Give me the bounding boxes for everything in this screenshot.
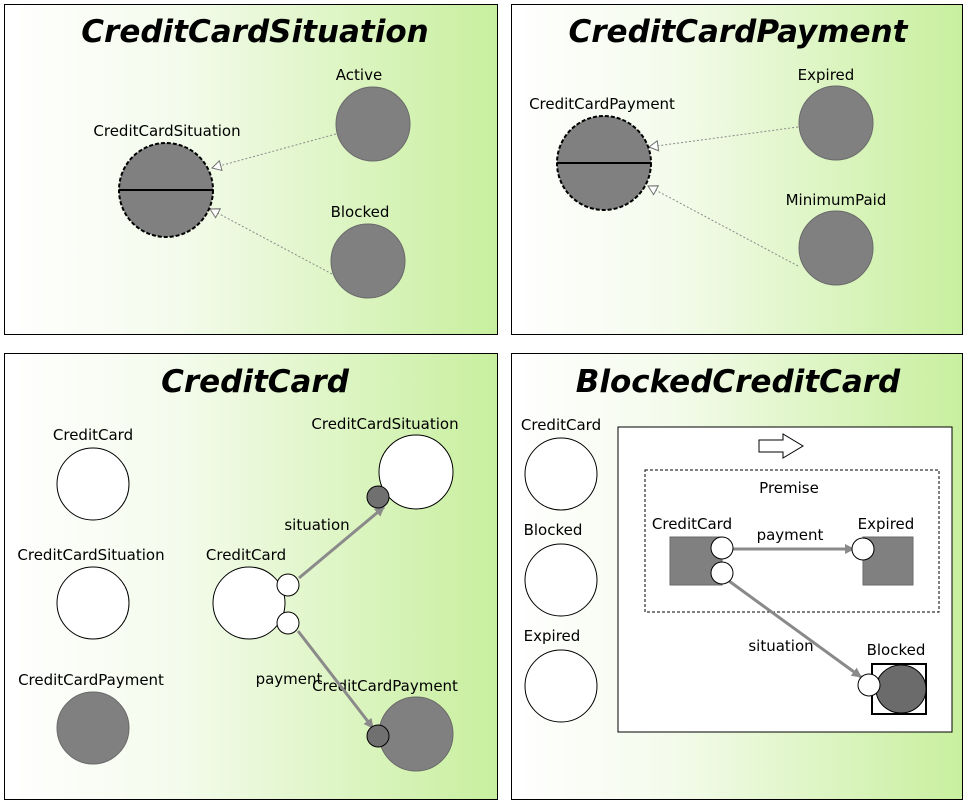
situation-target-label: CreditCardSituation (311, 415, 458, 433)
port-situation-source[interactable] (276, 573, 300, 597)
legend-blocked-label: Blocked (524, 521, 583, 539)
legend-payment-node[interactable] (56, 691, 130, 765)
node-creditcard-label: CreditCard (652, 515, 732, 533)
premise-label: Premise (759, 479, 819, 497)
port-payment-target[interactable] (366, 724, 390, 748)
legend-creditcard-label: CreditCard (53, 426, 133, 444)
situation-diagram: CreditCardSituation CreditCardSituation … (81, 14, 429, 299)
legend-situation-node[interactable] (56, 566, 130, 640)
legend-expired-label: Expired (524, 627, 581, 645)
subtype-active-node[interactable] (335, 86, 411, 162)
payment-target-node[interactable] (378, 696, 454, 772)
legend-payment-label: CreditCardPayment (18, 671, 164, 689)
payment-diagram: CreditCardPayment CreditCardPayment Expi… (529, 14, 909, 286)
node-blocked-label: Blocked (867, 641, 926, 659)
legend-expired-node[interactable] (524, 649, 598, 723)
port-payment-source[interactable] (710, 536, 734, 560)
panel-creditcard: CreditCard CreditCard CreditCardSituatio… (4, 353, 498, 800)
legend-situation-label: CreditCardSituation (17, 546, 164, 564)
subtype-minimumpaid-node[interactable] (798, 210, 874, 286)
legend-blocked-node[interactable] (524, 543, 598, 617)
creditcard-diagram: CreditCard CreditCard CreditCardSituatio… (17, 364, 459, 772)
panel-title: CreditCard (161, 364, 350, 400)
panel-title: BlockedCreditCard (576, 364, 901, 400)
edge-situation-label: situation (284, 516, 349, 534)
port-situation-target[interactable] (857, 673, 881, 697)
port-situation-target[interactable] (366, 485, 390, 509)
port-payment-source[interactable] (276, 611, 300, 635)
generalization-edge-blocked (209, 208, 333, 275)
generalization-edge-expired (647, 126, 799, 152)
premise-box (644, 469, 940, 613)
subtype-expired-label: Expired (798, 66, 855, 84)
abstract-node-label: CreditCardSituation (93, 122, 240, 140)
main-creditcard-node[interactable] (212, 566, 286, 640)
situation-target-node[interactable] (378, 434, 454, 510)
main-creditcard-label: CreditCard (206, 546, 286, 564)
panel-blocked-creditcard: BlockedCreditCard CreditCard Blocked Exp… (511, 353, 963, 800)
node-expired-label: Expired (858, 515, 915, 533)
edge-situation-label: situation (748, 637, 813, 655)
panel-title: CreditCardPayment (569, 14, 909, 50)
port-payment-target[interactable] (851, 537, 875, 561)
arrow-right-icon (758, 433, 804, 459)
legend-creditcard-node[interactable] (56, 447, 130, 521)
edge-payment-label: payment (757, 526, 824, 544)
blocked-diagram: BlockedCreditCard CreditCard Blocked Exp… (521, 364, 953, 733)
legend-creditcard-node[interactable] (524, 437, 598, 511)
edge-situation (728, 579, 862, 679)
legend-creditcard-label: CreditCard (521, 416, 601, 434)
payment-target-label: CreditCardPayment (312, 677, 458, 695)
edge-payment (296, 630, 375, 729)
generalization-edge-minimumpaid (647, 185, 799, 267)
panel-title: CreditCardSituation (81, 14, 428, 50)
edge-situation (298, 505, 385, 580)
abstract-node-label: CreditCardPayment (529, 95, 675, 113)
subtype-expired-node[interactable] (798, 85, 874, 161)
subtype-active-label: Active (336, 66, 382, 84)
subtype-minimumpaid-label: MinimumPaid (786, 191, 887, 209)
edge-payment-label: payment (256, 670, 323, 688)
generalization-edge-active (211, 133, 337, 172)
subtype-blocked-label: Blocked (331, 203, 390, 221)
node-blocked[interactable] (875, 664, 927, 714)
panel-creditcard-situation: CreditCardSituation CreditCardSituation … (4, 4, 498, 335)
subtype-blocked-node[interactable] (330, 223, 406, 299)
port-situation-source[interactable] (710, 561, 734, 585)
panel-creditcard-payment: CreditCardPayment CreditCardPayment Expi… (511, 4, 963, 335)
